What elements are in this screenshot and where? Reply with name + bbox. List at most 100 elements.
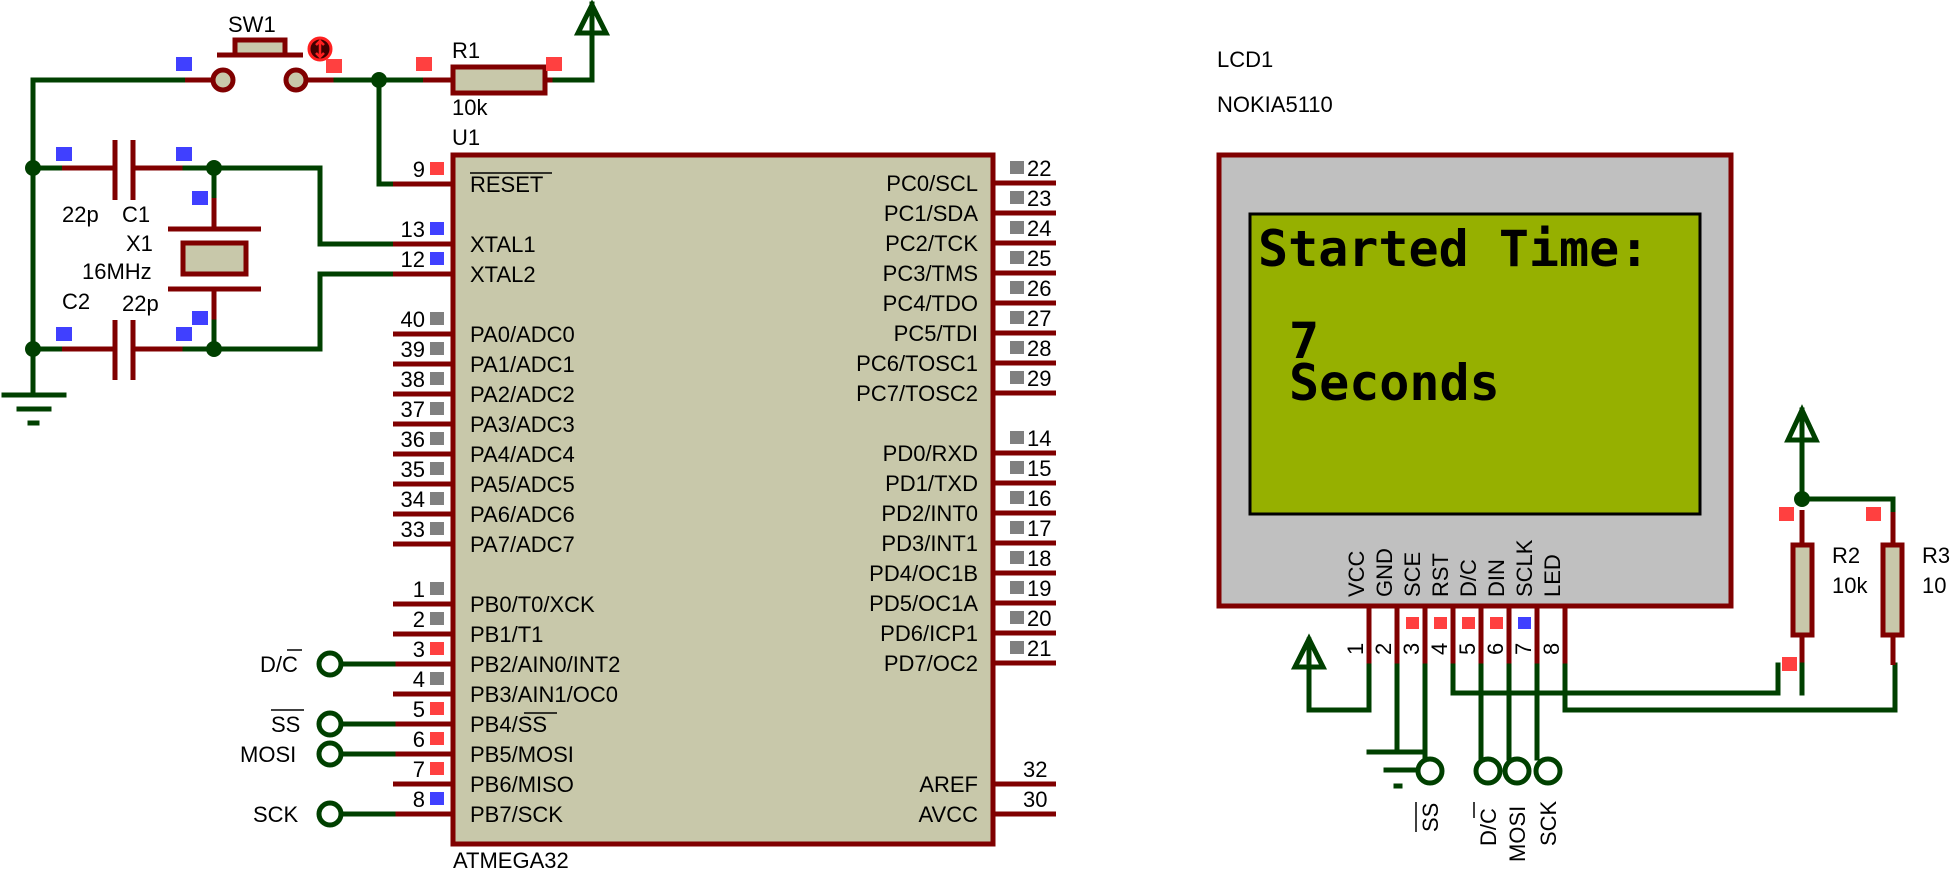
pin-name: PB4/SS: [470, 712, 547, 737]
pin-number: 29: [1027, 366, 1051, 391]
terminal-mcu-ss[interactable]: [316, 710, 396, 738]
pin-number: 36: [401, 427, 425, 452]
switch-toggle-icon[interactable]: [307, 36, 333, 62]
pin-name: LED: [1540, 554, 1565, 597]
pin-name: PB5/MOSI: [470, 742, 574, 767]
terminal-lcd-mosi[interactable]: [1502, 756, 1532, 786]
pin-number: 13: [401, 217, 425, 242]
state-marker: [430, 462, 444, 475]
terminal-lcd-ss[interactable]: [1415, 756, 1445, 786]
lcd-pin-led[interactable]: LED 8: [1539, 554, 1568, 666]
c1-capacitor[interactable]: [112, 140, 136, 200]
state-marker-c1-left: [56, 147, 72, 161]
state-marker-r3-top: [1866, 507, 1881, 521]
r3-resistor[interactable]: [1880, 542, 1905, 638]
pin-number: 8: [1539, 643, 1564, 655]
pin-name: XTAL1: [470, 232, 536, 257]
pin-number: 25: [1027, 246, 1051, 271]
c2-capacitor[interactable]: [112, 320, 136, 380]
pin-name: PC3/TMS: [883, 261, 978, 286]
x1-crystal[interactable]: [168, 198, 261, 322]
r1-resistor[interactable]: [450, 64, 548, 96]
pin-number: 28: [1027, 336, 1051, 361]
pin-number: 12: [401, 247, 425, 272]
state-marker: [1490, 617, 1503, 629]
wire-lcd-led: [1562, 662, 1898, 713]
pin-name: PC2/TCK: [885, 231, 978, 256]
pin-number: 1: [1343, 643, 1368, 655]
state-marker: [1010, 191, 1024, 204]
lcd-pin-dc[interactable]: D/C5: [1455, 559, 1484, 666]
u1-mcu-body[interactable]: [450, 152, 996, 847]
state-marker-c1-right: [176, 147, 192, 161]
terminal-lcd-sck[interactable]: [1533, 756, 1563, 786]
pin-name: XTAL2: [470, 262, 536, 287]
pin-number: 7: [1511, 643, 1536, 655]
pin-number: 17: [1027, 516, 1051, 541]
pin-number: 15: [1027, 456, 1051, 481]
terminal-mcu-mosi[interactable]: [316, 740, 396, 768]
pin-number: 4: [1427, 643, 1452, 655]
state-marker: [430, 432, 444, 445]
state-marker: [1010, 461, 1024, 474]
terminal-mcu-sck[interactable]: [316, 800, 396, 828]
terminal-mcu-dc[interactable]: [316, 650, 396, 678]
u1-ref: U1: [452, 125, 480, 150]
r1-value: 10k: [452, 95, 488, 120]
r2-resistor[interactable]: [1790, 542, 1815, 638]
pin-number: 22: [1027, 156, 1051, 181]
sw1-push-button[interactable]: [210, 37, 309, 93]
ground-icon: [1, 346, 67, 426]
pin-number: 1: [413, 577, 425, 602]
terminal-lcd-dc[interactable]: [1473, 756, 1503, 786]
pin-number: 34: [401, 487, 425, 512]
pin-number: 4: [413, 667, 425, 692]
pin-name: PD4/OC1B: [869, 561, 978, 586]
state-marker: [1518, 617, 1531, 629]
